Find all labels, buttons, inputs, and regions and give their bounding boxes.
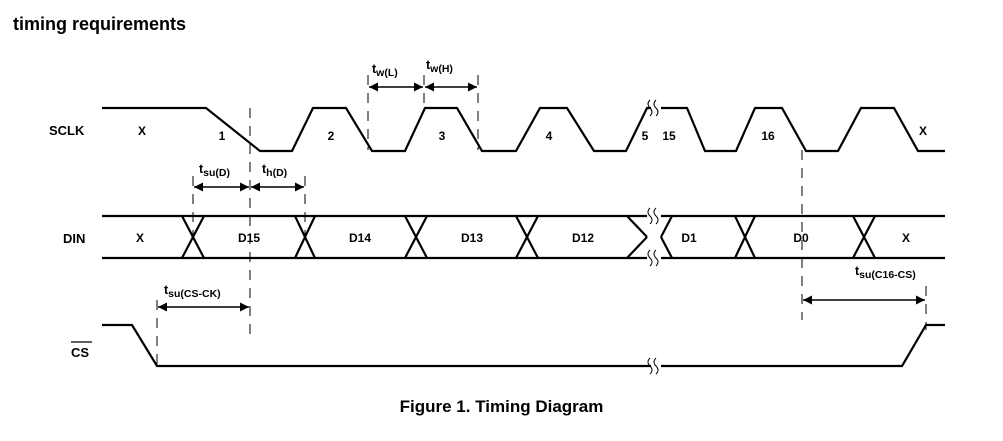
sclk-label-16: 16 <box>761 129 775 143</box>
din-label-d14: D14 <box>349 231 371 245</box>
din-label-d12: D12 <box>572 231 594 245</box>
timing-diagram: SCLK DIN CS X 1 2 3 4 5 15 16 X X D15 D1… <box>49 58 945 375</box>
din-label-d13: D13 <box>461 231 483 245</box>
sclk-waveform-continued <box>661 106 945 153</box>
sclk-break-mark <box>647 99 659 117</box>
cs-waveform-continued <box>661 323 945 368</box>
twh-label: tw(H) <box>426 58 453 75</box>
figure-caption: Figure 1. Timing Diagram <box>399 397 604 416</box>
din-label-d15: D15 <box>238 231 260 245</box>
cs-waveform <box>102 323 651 368</box>
sclk-waveform <box>102 106 651 153</box>
din-label-d1: D1 <box>681 231 697 245</box>
section-title: timing requirements <box>13 14 187 34</box>
din-label-d0: D0 <box>793 231 809 245</box>
sclk-label-5: 5 <box>642 129 649 143</box>
din-label-x-end: X <box>902 231 910 245</box>
sclk-label-15: 15 <box>662 129 676 143</box>
sclk-label-4: 4 <box>546 129 553 143</box>
twl-label: tw(L) <box>372 62 398 79</box>
din-crossover <box>181 215 876 259</box>
sclk-label-x-start: X <box>138 124 146 138</box>
tsuc16cs-label: tsu(C16-CS) <box>855 264 916 281</box>
cs-break-mark <box>647 357 659 375</box>
signal-label-cs: CS <box>71 345 89 360</box>
thd-label: th(D) <box>262 162 287 179</box>
sclk-label-x-end: X <box>919 124 927 138</box>
tsucsck-label: tsu(CS-CK) <box>164 283 221 300</box>
sclk-label-1: 1 <box>219 129 226 143</box>
sclk-label-3: 3 <box>439 129 446 143</box>
din-label-x-start: X <box>136 231 144 245</box>
din-break-mark <box>647 207 659 267</box>
signal-label-sclk: SCLK <box>49 123 85 138</box>
tsud-label: tsu(D) <box>199 162 230 179</box>
sclk-label-2: 2 <box>328 129 335 143</box>
signal-label-din: DIN <box>63 231 85 246</box>
